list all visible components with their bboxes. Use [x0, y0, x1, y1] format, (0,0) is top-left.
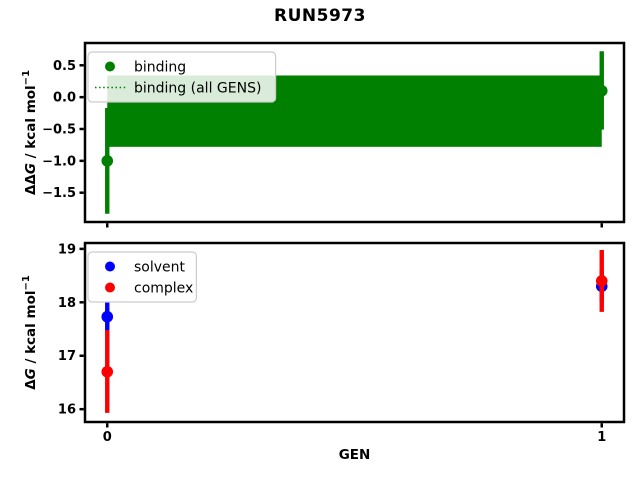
legend-label: solvent	[134, 259, 186, 275]
y-tick-label: 18	[58, 296, 76, 311]
y-tick-label: 16	[58, 403, 76, 418]
legend-dot-icon	[105, 261, 115, 272]
y-tick-label: 0.5	[53, 59, 76, 74]
legend-box	[87, 51, 277, 103]
data-point-binding	[101, 155, 114, 167]
x-axis-label: GEN	[339, 447, 371, 463]
legend-dot-icon	[105, 61, 115, 72]
y-tick-label: −1.5	[42, 186, 76, 201]
data-point-solvent	[101, 310, 114, 323]
x-tick-label: 0	[103, 430, 112, 445]
data-point-complex	[595, 275, 608, 287]
y-tick-label: 0.0	[53, 91, 76, 106]
legend-label: binding	[134, 59, 186, 75]
legend-label: complex	[134, 280, 193, 296]
y-axis-label: ΔΔG / kcal mol−1	[21, 70, 39, 195]
legend-label: binding (all GENS)	[134, 80, 261, 96]
legend-dot-icon	[105, 282, 115, 293]
axes-frame	[83, 241, 626, 424]
data-point-complex	[101, 365, 114, 378]
y-tick-label: 17	[58, 349, 76, 364]
y-tick-label: −0.5	[42, 122, 76, 137]
y-tick-label: −1.0	[42, 154, 76, 169]
y-tick-label: 19	[58, 242, 76, 257]
figure-title: RUN5973	[274, 6, 366, 26]
legend-box	[87, 251, 198, 303]
y-axis-label: ΔG / kcal mol−1	[21, 275, 39, 390]
axes-frame	[83, 41, 626, 224]
x-tick-label: 1	[597, 430, 606, 445]
